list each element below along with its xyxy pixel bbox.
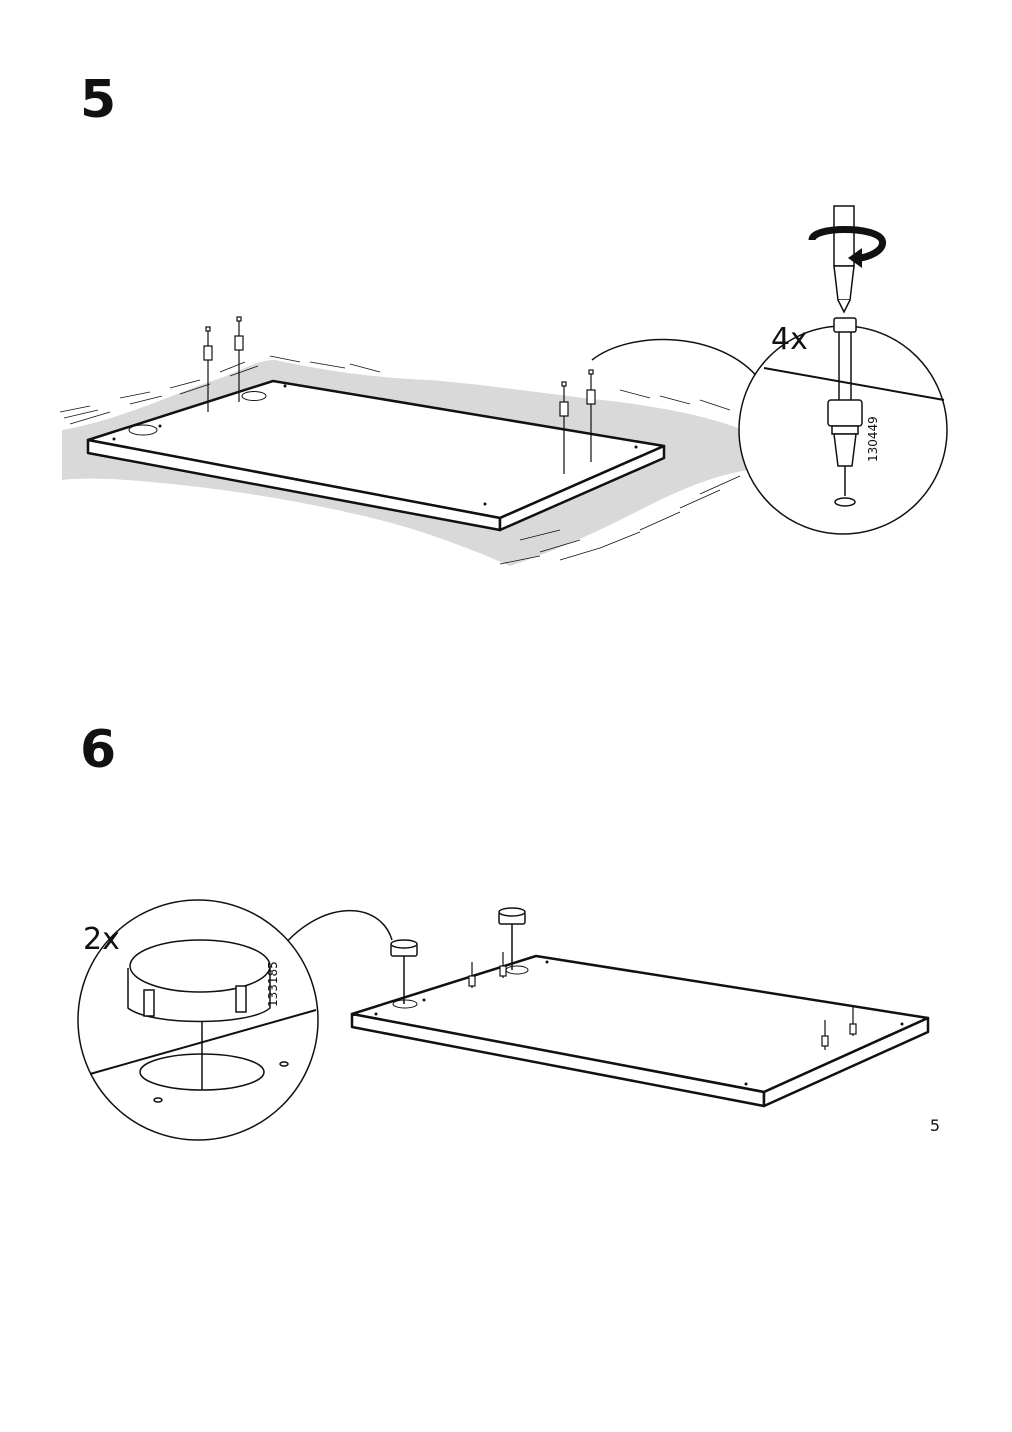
page-number: 5 [929,1116,940,1135]
screwdriver-icon [833,205,855,314]
step-6-number: 6 [80,720,117,780]
part-number-step5: 130449 [866,416,880,462]
part-number-step6: 133185 [266,961,280,1007]
cam-dowel-icon [203,316,596,474]
step-5-number: 5 [80,70,117,130]
cap-detail-icon [127,939,271,1090]
dowel-icon [468,952,857,1050]
cam-dowel-detail-icon [827,317,863,507]
panel-icon-step6 [350,954,930,1108]
quantity-label-step5: 4x [771,322,808,357]
cap-icon [390,907,526,1004]
panel-icon [86,379,666,532]
rotate-clockwise-icon [808,226,886,268]
quantity-label-step6: 2x [83,922,120,957]
